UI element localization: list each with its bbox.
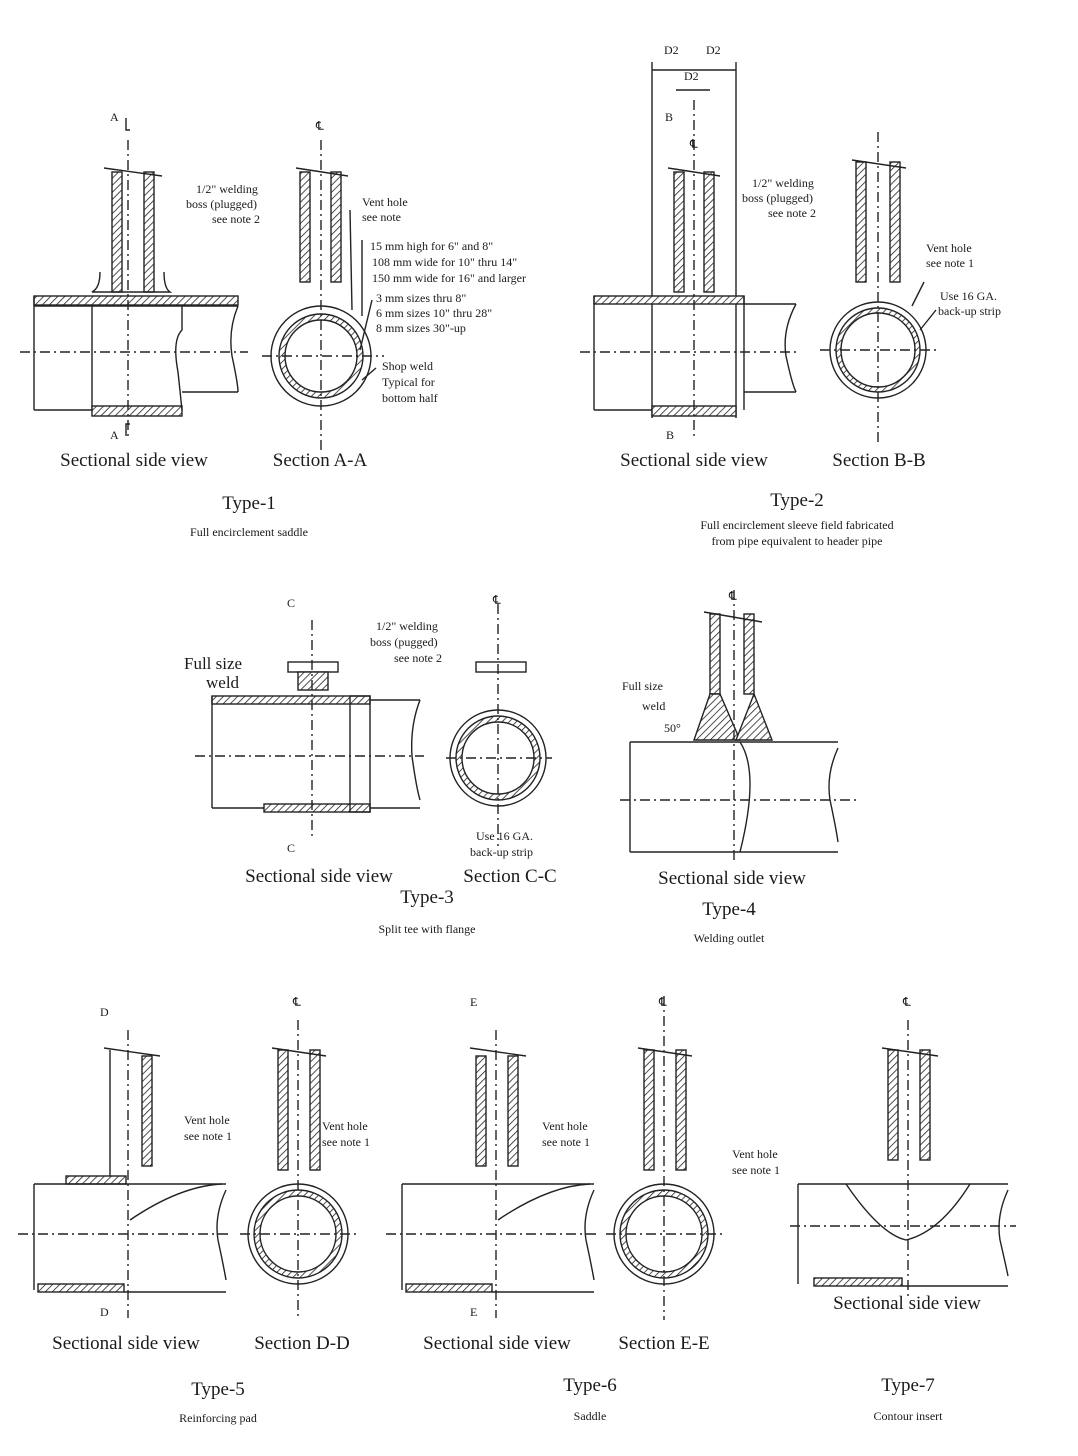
type6-note: Vent hole [542,1119,588,1133]
type5-side-view [18,1030,232,1318]
centerline-symbol: ℄ [903,995,911,1009]
type6-cut-top: E [470,995,478,1009]
type3-side-view [195,620,424,840]
type2-note: 1/2" welding [752,176,814,190]
type2-dim: D2 [684,69,699,83]
type1-note: 150 mm wide for 16" and larger [372,271,526,285]
type4-note: 50° [664,721,681,735]
type2-side-view [580,62,800,440]
type3-note: see note 2 [394,651,442,665]
type5-note: see note 1 [322,1135,370,1149]
type1-note: 108 mm wide for 10" thru 14" [372,255,518,269]
type6-note: Vent hole [732,1147,778,1161]
type1-note: Vent hole [362,195,408,209]
type4-note: Full size [622,679,663,693]
type1-side-caption: Sectional side view [60,450,208,471]
type3-note: weld [206,673,240,692]
type2-cut-bottom: B [666,428,675,442]
type1-note: see note 2 [212,212,260,226]
type3-section-cc [446,604,552,846]
type2-title: Type-2 [770,490,824,511]
type7-subtitle: Contour insert [873,1409,943,1423]
type5-section-dd [240,1020,356,1320]
type5-note: see note 1 [184,1129,232,1143]
type3-subtitle: Split tee with flange [378,922,476,936]
type2-subtitle-line1: Full encirclement sleeve field fabricate… [700,518,894,532]
type6-note: see note 1 [542,1135,590,1149]
type1-cut-bottom: A [110,428,119,442]
type3-note: Full size [184,654,243,673]
centerline-symbol: ℄ [493,593,501,607]
type6-subtitle: Saddle [573,1409,607,1423]
type5-note: Vent hole [184,1113,230,1127]
type1-note: 8 mm sizes 30"-up [376,321,466,335]
type3-section-caption: Section C-C [463,866,557,887]
centerline-symbol: ℄ [293,995,301,1009]
type1-subtitle: Full encirclement saddle [190,525,308,539]
type3-note: 1/2" welding [376,619,438,633]
type7-side-caption: Sectional side view [833,1293,981,1314]
type2-dim: D2 [706,43,721,57]
type2-section-bb [820,132,940,444]
type2-subtitle-line2: from pipe equivalent to header pipe [711,534,883,548]
type2-dim: D2 [664,43,679,57]
type2-note: back-up strip [938,304,1001,318]
type2-note: see note 2 [768,206,816,220]
type1-cut-top: A [110,110,119,124]
type1-title: Type-1 [222,493,276,514]
type2-note: see note 1 [926,256,974,270]
type6-section-ee [606,996,722,1320]
type1-note: Shop weld [382,359,433,373]
type4-title: Type-4 [702,899,756,920]
type1-note: 6 mm sizes 10" thru 28" [376,306,493,320]
type4-subtitle: Welding outlet [693,931,765,945]
type3-note: back-up strip [470,845,533,859]
type7-title: Type-7 [881,1375,935,1396]
type7-side-view [790,1020,1016,1300]
type1-note: bottom half [382,391,438,405]
type3-note: Use 16 GA. [476,829,533,843]
type2-note: Vent hole [926,241,972,255]
type1-note: 15 mm high for 6" and 8" [370,239,494,253]
type2-section-caption: Section B-B [832,450,926,471]
type5-cut-top: D [100,1005,109,1019]
type3-title: Type-3 [400,887,454,908]
type2-note: boss (plugged) [742,191,813,205]
type1-note: see note [362,210,401,224]
type6-side-caption: Sectional side view [423,1333,571,1354]
type2-side-caption: Sectional side view [620,450,768,471]
type1-note: 3 mm sizes thru 8" [376,291,467,305]
centerline-symbol: ℄ [316,119,324,133]
type5-note: Vent hole [322,1119,368,1133]
type5-subtitle: Reinforcing pad [179,1411,257,1425]
type4-side-caption: Sectional side view [658,868,806,889]
type6-side-view [386,1030,600,1318]
type6-title: Type-6 [563,1375,617,1396]
type6-section-caption: Section E-E [618,1333,710,1354]
type1-section-caption: Section A-A [272,450,368,471]
type1-side-view [20,118,248,440]
type4-side-view [620,590,856,860]
type3-cut-bottom: C [287,841,296,855]
type1-note: Typical for [382,375,435,389]
type1-note: 1/2" welding [196,182,258,196]
type5-side-caption: Sectional side view [52,1333,200,1354]
type5-title: Type-5 [191,1379,245,1400]
type6-cut-bottom: E [470,1305,478,1319]
type3-side-caption: Sectional side view [245,866,393,887]
type1-section-aa [262,140,384,450]
type3-note: boss (pugged) [370,635,438,649]
type5-cut-bottom: D [100,1305,109,1319]
centerline-symbol: ℄ [659,995,667,1009]
type3-cut-top: C [287,596,296,610]
centerline-symbol: ℄ [690,137,698,151]
type5-section-caption: Section D-D [254,1333,350,1354]
type2-note: Use 16 GA. [940,289,997,303]
type4-note: weld [642,699,666,713]
type1-note: boss (plugged) [186,197,257,211]
type6-note: see note 1 [732,1163,780,1177]
type2-cut-top: B [665,110,674,124]
centerline-symbol: ℄ [729,589,737,603]
